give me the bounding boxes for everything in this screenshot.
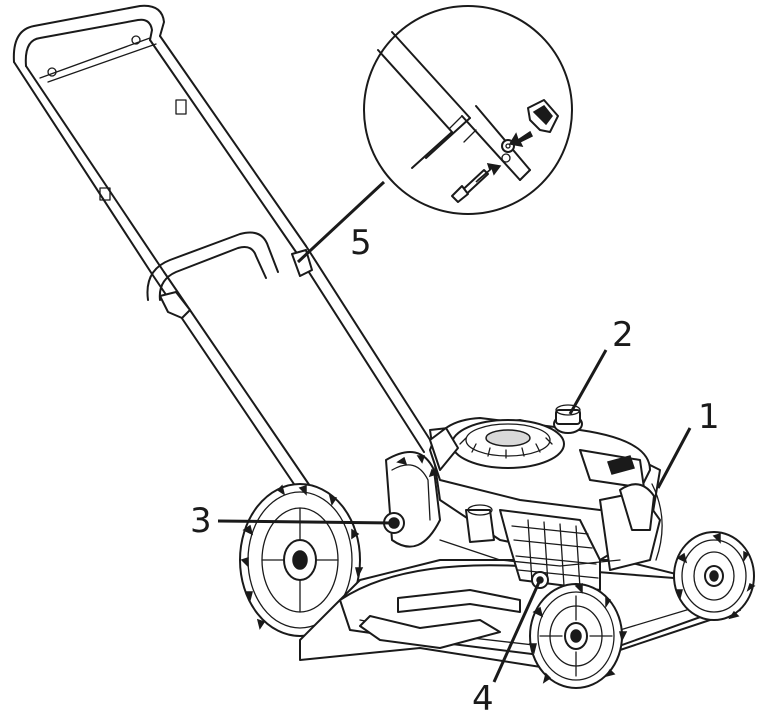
callout-2: 2 bbox=[612, 315, 634, 355]
leader-3 bbox=[217, 519, 395, 525]
callout-labels: 1 2 3 4 5 bbox=[190, 223, 720, 719]
callout-1: 1 bbox=[698, 397, 720, 437]
callout-leaders bbox=[217, 180, 692, 683]
engine bbox=[383, 404, 663, 591]
detail-inset bbox=[363, 5, 573, 215]
callout-3: 3 bbox=[190, 501, 212, 541]
front-left-wheel bbox=[528, 582, 628, 689]
callout-4: 4 bbox=[472, 679, 494, 718]
callout-5: 5 bbox=[350, 223, 372, 263]
leader-2 bbox=[568, 349, 608, 415]
mower-deck bbox=[299, 559, 741, 671]
mower-handle bbox=[12, 4, 435, 491]
leader-5 bbox=[296, 180, 386, 264]
front-right-wheel bbox=[673, 531, 756, 621]
leader-4 bbox=[492, 579, 542, 683]
leader-1 bbox=[656, 427, 692, 489]
